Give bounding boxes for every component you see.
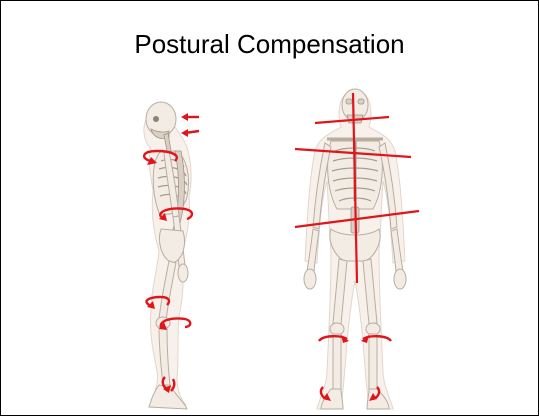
lateral-skeleton <box>144 102 191 409</box>
